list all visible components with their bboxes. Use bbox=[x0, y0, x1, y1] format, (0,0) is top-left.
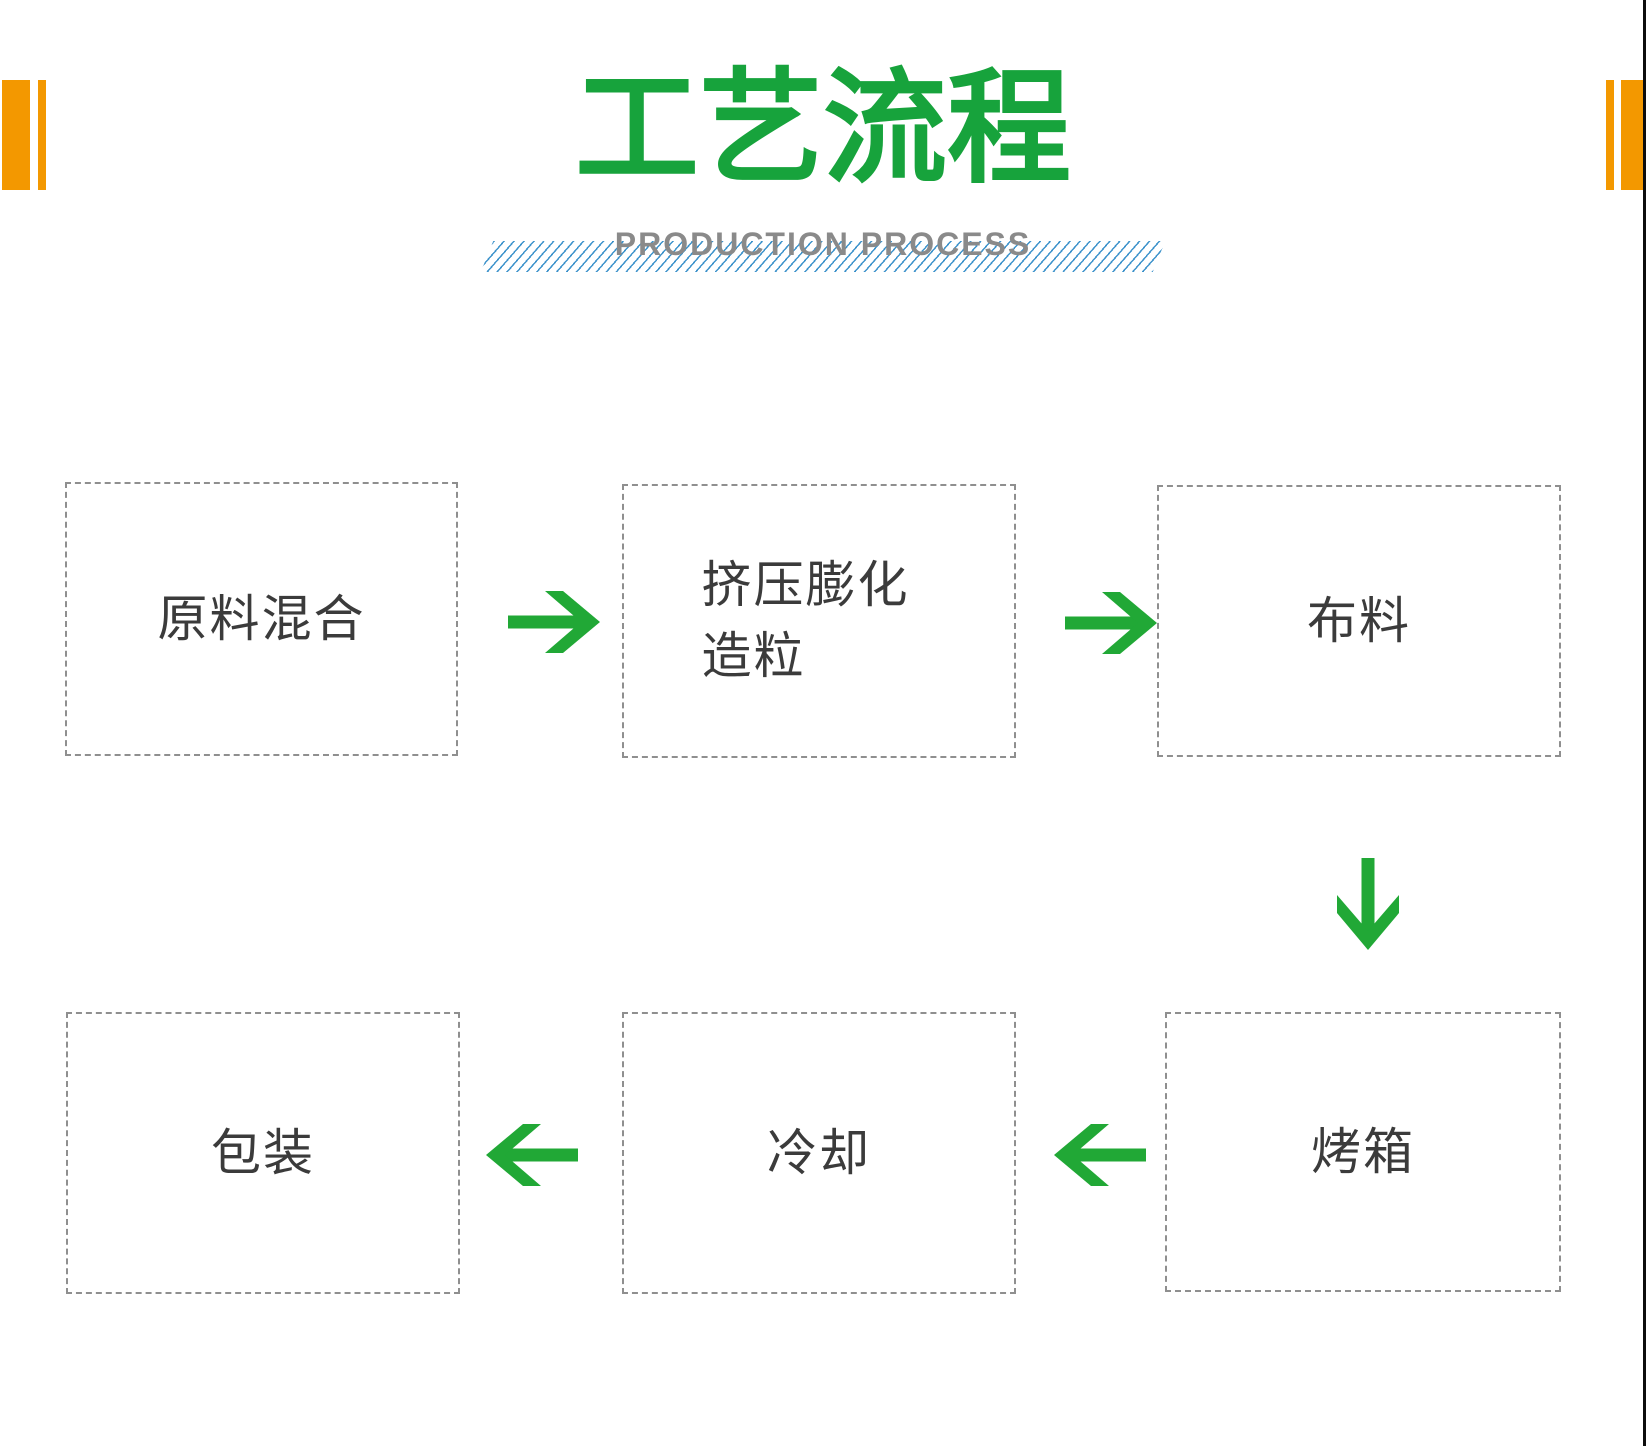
flow-step-packaging: 包装 bbox=[66, 1012, 460, 1294]
flow-step-cooling: 冷却 bbox=[622, 1012, 1016, 1294]
flow-step-label: 烤箱 bbox=[1311, 1123, 1415, 1180]
arrow-left-icon bbox=[486, 1124, 578, 1186]
flow-step-label: 挤压膨化造粒 bbox=[701, 557, 910, 684]
arrow-right-icon bbox=[508, 591, 600, 653]
flow-step-label: 布料 bbox=[1307, 592, 1411, 649]
page-title: 工艺流程 bbox=[574, 60, 1071, 198]
flow-step-oven: 烤箱 bbox=[1165, 1012, 1561, 1292]
left-deco-bar-thin bbox=[38, 80, 46, 190]
flow-step-extrusion: 挤压膨化造粒 bbox=[622, 484, 1016, 758]
flow-step-spreading: 布料 bbox=[1157, 485, 1561, 757]
page-subtitle: PRODUCTION PROCESS bbox=[614, 226, 1032, 262]
flow-step-label: 冷却 bbox=[767, 1124, 871, 1181]
right-deco-bar-thin bbox=[1606, 80, 1614, 190]
flow-step-label: 原料混合 bbox=[157, 590, 366, 647]
arrow-left-icon bbox=[1054, 1124, 1146, 1186]
arrow-down-icon bbox=[1337, 858, 1399, 950]
flow-step-label: 包装 bbox=[211, 1124, 315, 1181]
right-deco-bar-wide bbox=[1621, 80, 1643, 190]
right-edge-line bbox=[1643, 0, 1646, 1446]
arrow-right-icon bbox=[1065, 592, 1157, 654]
left-deco-bar-wide bbox=[2, 80, 30, 190]
flow-step-raw-mixing: 原料混合 bbox=[65, 482, 458, 756]
